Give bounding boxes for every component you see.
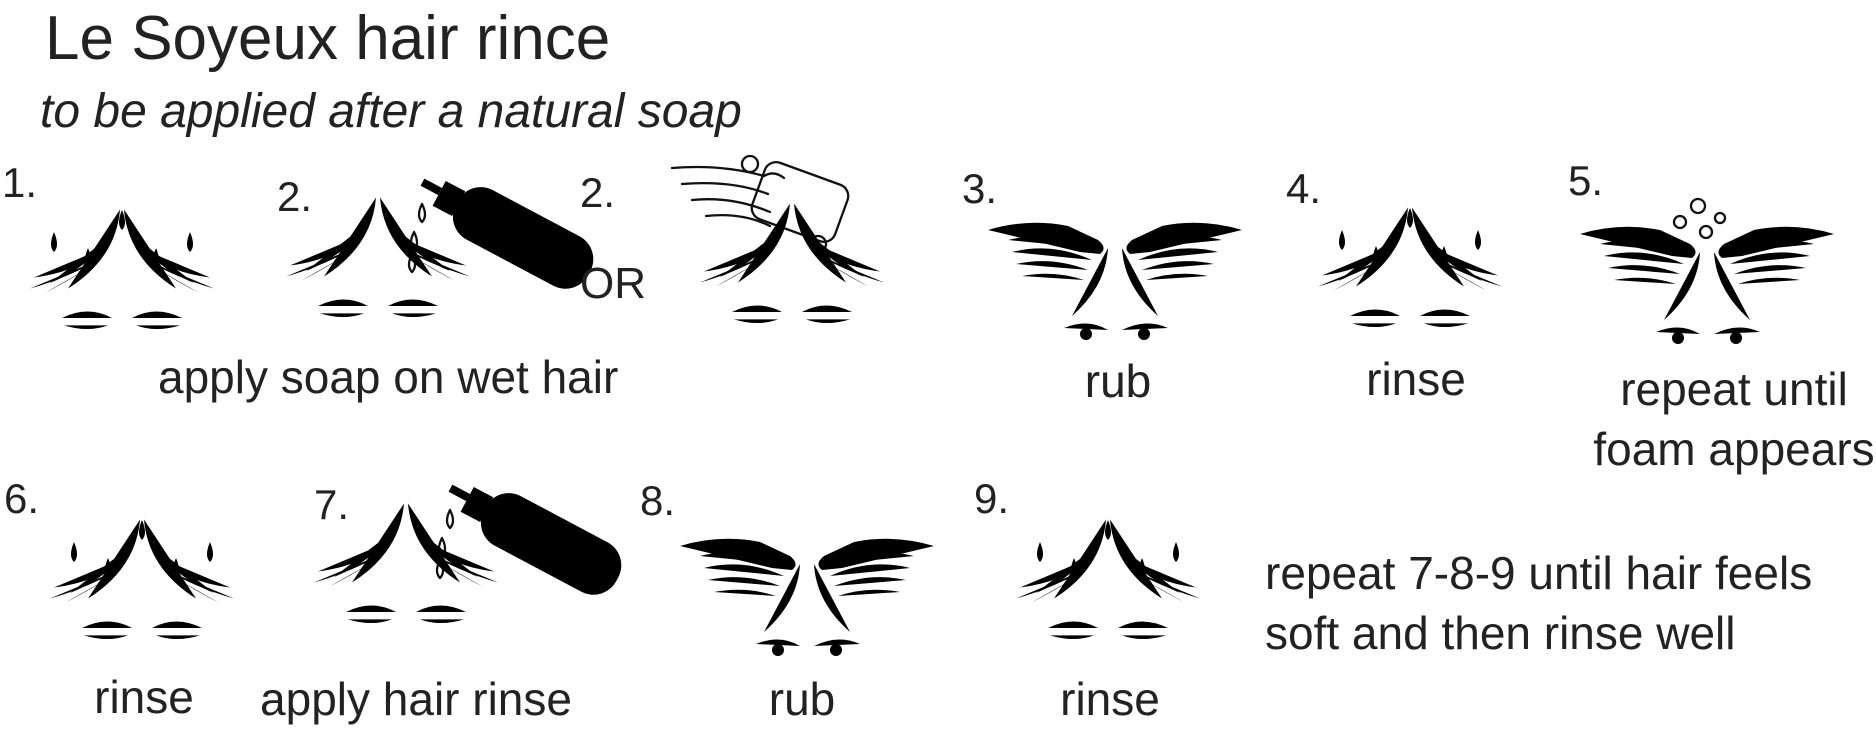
step-4-caption: rinse xyxy=(1366,353,1466,405)
step-8-number: 8. xyxy=(640,477,676,524)
step-5-number: 5. xyxy=(1568,157,1604,204)
step-2b-number: 2. xyxy=(580,169,616,216)
step-5-caption-line1: repeat until xyxy=(1620,363,1848,415)
hands-rubbing-hair-icon xyxy=(680,538,934,656)
step-8-caption: rub xyxy=(768,673,836,725)
step-7-number: 7. xyxy=(314,481,350,528)
step-2-number: 2. xyxy=(277,173,313,220)
step-3-caption: rub xyxy=(1084,355,1152,407)
water-drops-hair-icon xyxy=(1016,519,1200,640)
hands-rubbing-hair-icon xyxy=(988,222,1242,340)
water-drops-hair-icon xyxy=(30,209,214,330)
water-drops-hair-icon xyxy=(1318,207,1502,328)
page-subtitle: to be applied after a natural soap xyxy=(40,85,742,138)
page-title: Le Soyeux hair rince xyxy=(45,4,611,73)
step-9-caption: rinse xyxy=(1060,673,1160,725)
water-drops-hair-icon xyxy=(50,519,234,640)
step-6-caption: rinse xyxy=(94,671,194,723)
step-5-caption-line2: foam appears xyxy=(1593,423,1875,475)
step-1-number: 1. xyxy=(2,159,38,206)
step-4-number: 4. xyxy=(1286,165,1322,212)
step-6-number: 6. xyxy=(4,475,40,522)
apply-soap-caption: apply soap on wet hair xyxy=(158,351,619,403)
step-3-number: 3. xyxy=(962,165,998,212)
final-instruction-note: repeat 7-8-9 until hair feels soft and t… xyxy=(1265,547,1813,659)
step-7-caption: apply hair rinse xyxy=(260,673,572,725)
hand-holding-soap-bar-icon xyxy=(670,154,884,324)
soap-bottle-pour-icon xyxy=(286,151,603,318)
or-label: OR xyxy=(580,259,646,308)
rinse-bottle-pour-icon xyxy=(314,457,631,624)
step-9-number: 9. xyxy=(974,475,1010,522)
foam-bubbles-hands-icon xyxy=(1580,197,1834,344)
